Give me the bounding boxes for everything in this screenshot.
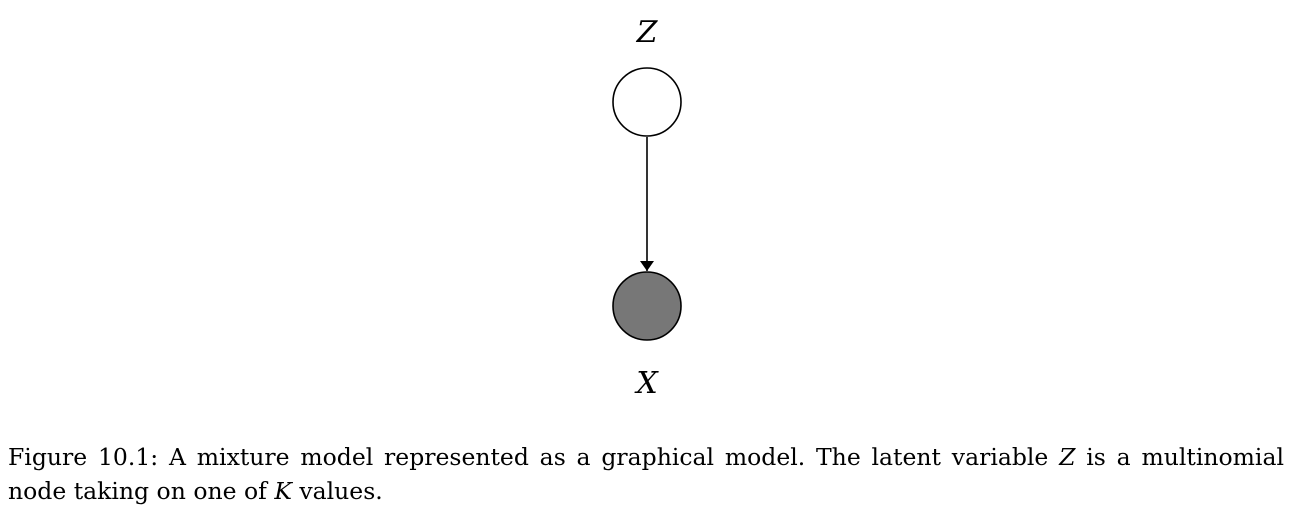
observed-node-x	[612, 271, 682, 341]
caption-var-k: K	[274, 477, 292, 505]
figure-caption: Figure 10.1: A mixture model represented…	[8, 440, 1284, 508]
node-label-z: Z	[636, 15, 659, 50]
latent-node-z	[612, 67, 682, 137]
caption-text-3: values.	[299, 477, 383, 505]
caption-prefix: Figure 10.1:	[8, 443, 159, 471]
caption-text-2: is a multinomial node taking on one of	[8, 443, 1284, 505]
caption-var-z: Z	[1059, 443, 1076, 471]
caption-text-1: A mixture model represented as a graphic…	[169, 443, 1049, 471]
graphical-model-diagram: Z X	[612, 15, 682, 401]
node-label-x: X	[634, 366, 659, 401]
